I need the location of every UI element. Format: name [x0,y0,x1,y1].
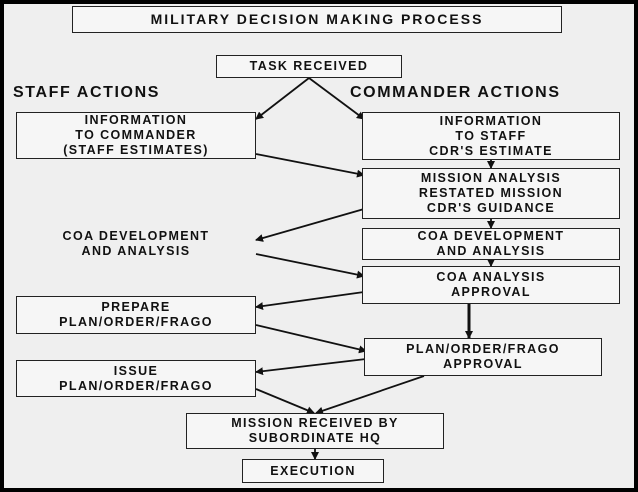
arrow-issue_plan-to-mission_received [255,388,315,415]
node-label-line: MISSION ANALYSIS [420,171,562,185]
node-label-line: SUBORDINATE HQ [248,431,382,445]
arrow-info_to_commander-to-mission_analysis [255,153,365,178]
node-label-line: TO COMMANDER [75,128,197,142]
node-label-line: EXECUTION [270,463,356,478]
execution-box: EXECUTION [242,459,384,483]
arrow-coa_dev_staff-to-coa_approval [255,253,365,279]
commander-actions-heading: COMMANDER ACTIONS [350,84,561,101]
node-label-line: PREPARE [101,300,171,314]
node-label-line: (STAFF ESTIMATES) [63,143,209,157]
arrow-coa_approval-to-prepare_plan [255,291,365,310]
node-label-line: PLAN/ORDER/FRAGO [59,315,213,329]
diagram-title: MILITARY DECISION MAKING PROCESS [72,6,562,33]
node-label-line: INFORMATION [84,113,188,127]
diagram-frame: MILITARY DECISION MAKING PROCESS STAFF A… [4,4,634,488]
arrow-task_received-to-info_to_staff [308,77,365,120]
node-label-line: AND ANALYSIS [436,244,546,258]
arrow-task_received-to-info_to_commander [255,77,310,120]
node-label-line: COA DEVELOPMENT [62,229,210,243]
node-label-line: ISSUE [113,363,159,378]
node-label-line: PLAN/ORDER/FRAGO [59,378,213,393]
staff-actions-heading: STAFF ACTIONS [13,84,161,101]
arrow-prepare_plan-to-plan_approval [255,324,367,354]
arrow-mission_analysis-to-coa_dev_staff [255,208,365,242]
node-label-line: COA DEVELOPMENT [417,229,565,243]
node-label-line: COA ANALYSIS [436,270,546,284]
task-received-box: TASK RECEIVED [216,55,402,78]
node-label-line: MISSION RECEIVED BY [231,416,399,430]
node-label-line: AND ANALYSIS [81,244,191,258]
node-label-line: CDR'S ESTIMATE [429,143,553,158]
node-label-line: APPROVAL [451,285,531,299]
node-label-line: APPROVAL [443,357,523,371]
node-label-line: RESTATED MISSION [418,186,564,200]
node-label-line: PLAN/ORDER/FRAGO [406,342,560,356]
node-label-line: CDR'S GUIDANCE [426,201,556,215]
node-label-line: TO STAFF [455,128,527,143]
arrow-plan_approval-to-issue_plan [255,358,367,376]
node-label-line: TASK RECEIVED [249,59,369,73]
edges-layer [255,77,495,460]
arrow-plan_approval-to-mission_received [315,375,425,415]
node-label-line: INFORMATION [439,113,543,128]
